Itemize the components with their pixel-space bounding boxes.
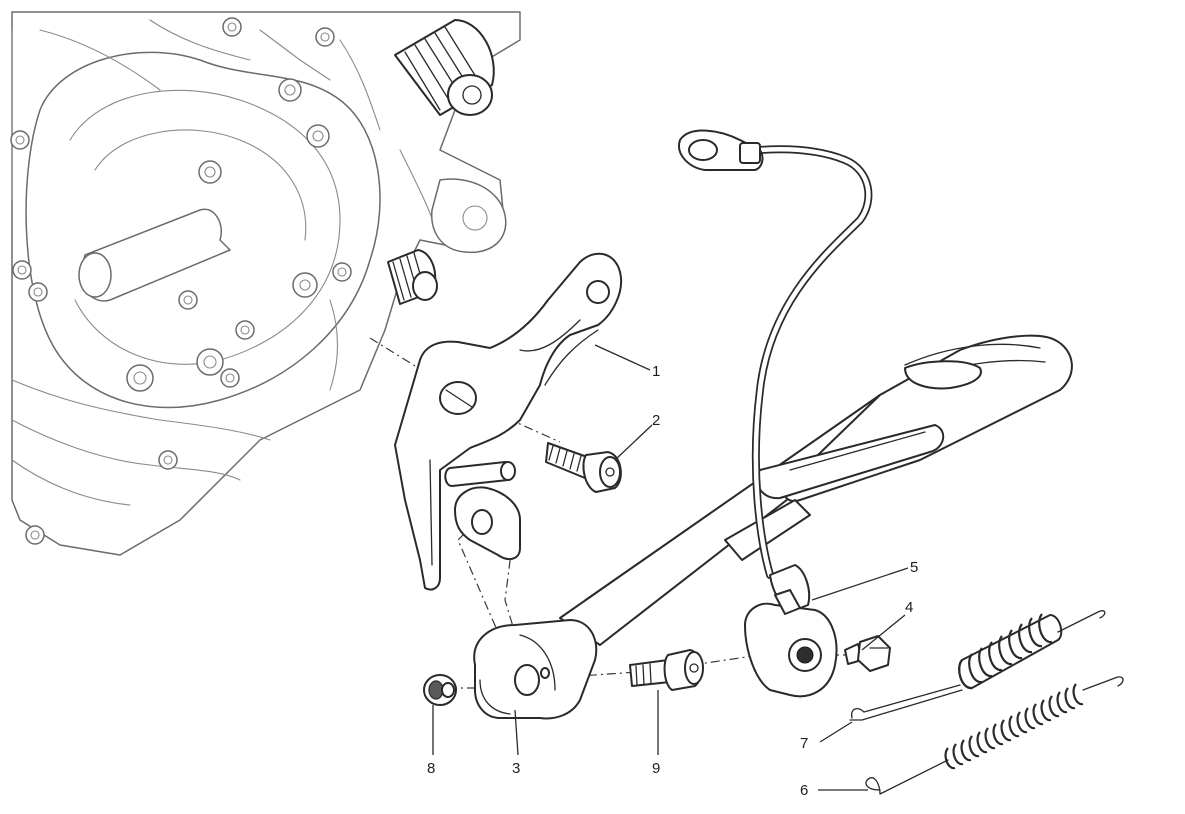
engine-bolt	[222, 17, 242, 37]
leader-lines	[432, 344, 909, 791]
engine-bolt	[25, 525, 45, 545]
bracket-bolt	[545, 442, 622, 493]
engine-bolt	[220, 368, 240, 388]
callout-1: 1	[652, 363, 660, 380]
stand-mounting-bracket	[394, 252, 623, 591]
engine-bolt	[10, 130, 30, 150]
engine-bolt	[158, 450, 178, 470]
engine-bolt	[292, 272, 318, 298]
output-shaft	[394, 19, 495, 116]
engine-bolt	[306, 124, 330, 148]
long-return-spring	[865, 676, 1124, 795]
callout-5: 5	[910, 559, 918, 576]
engine-bolt	[235, 320, 255, 340]
engine-bolt	[178, 290, 198, 310]
callout-6: 6	[800, 782, 808, 799]
pivot-bolt	[629, 649, 704, 691]
side-stand-leg	[473, 334, 1073, 720]
short-return-spring	[849, 610, 1106, 721]
engine-bolt	[196, 348, 224, 376]
washer	[423, 674, 457, 706]
callout-8: 8	[427, 760, 435, 777]
engine-bolt	[126, 364, 154, 392]
engine-crankcase	[10, 11, 521, 556]
callout-labels: 1 2 3 4 5 6 7 8 9	[427, 363, 918, 799]
sensor-nut	[844, 635, 891, 672]
callout-9: 9	[652, 760, 660, 777]
side-stand-switch-sensor	[678, 129, 873, 698]
callout-3: 3	[512, 760, 520, 777]
engine-bolt	[12, 260, 32, 280]
callout-2: 2	[652, 412, 660, 429]
engine-bolt	[332, 262, 352, 282]
engine-bolt	[315, 27, 335, 47]
gear-shift-spline	[387, 249, 438, 305]
engine-bolt	[28, 282, 48, 302]
callout-7: 7	[800, 735, 808, 752]
engine-bolt	[198, 160, 222, 184]
callout-4: 4	[905, 599, 913, 616]
engine-bolt	[278, 78, 302, 102]
